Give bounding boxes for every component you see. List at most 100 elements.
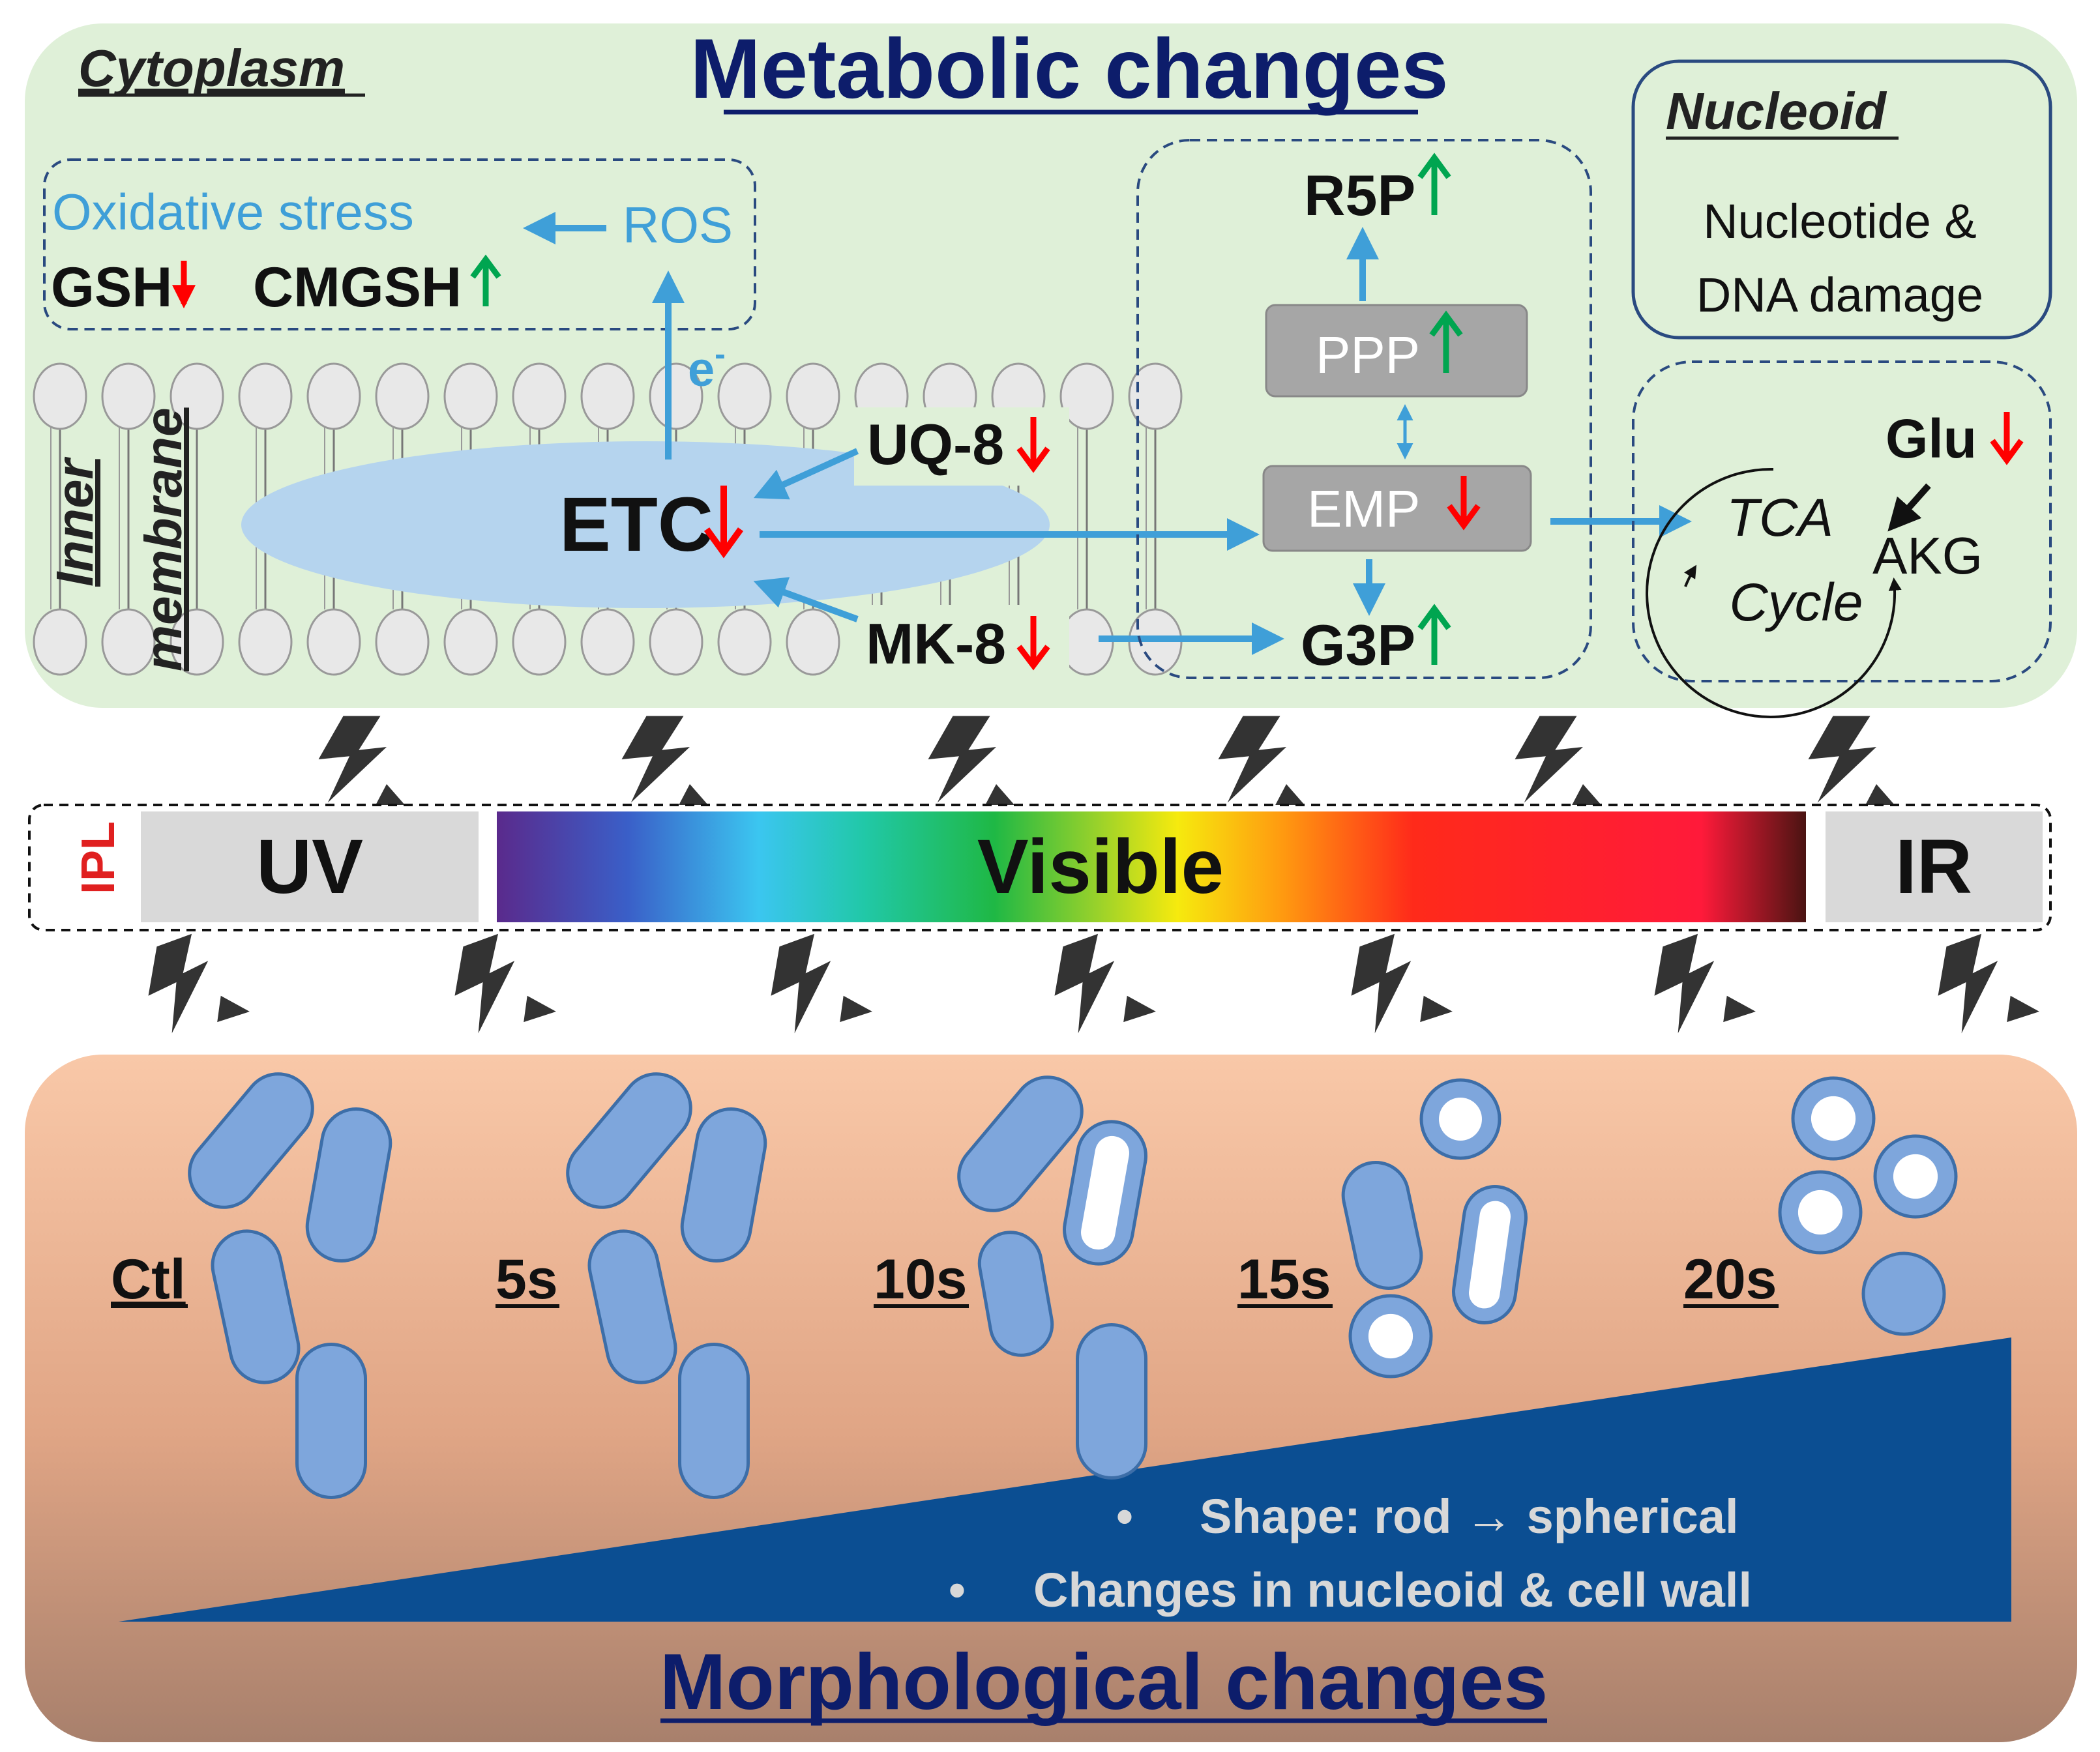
ir-band [1826, 811, 2043, 922]
tca-label-1: TCA [1726, 488, 1833, 548]
lightning-bolt-icon [1808, 716, 1899, 809]
glu-to-akg-arrow [1887, 483, 1931, 532]
bacterial-rod-cell [1341, 1161, 1423, 1290]
bacterial-rod-cell [587, 1229, 677, 1384]
time-label-5s: 5s [495, 1248, 558, 1311]
morph-bullet-1: • [1116, 1489, 1133, 1543]
akg-label: AKG [1872, 527, 1983, 585]
ppp-box [1265, 304, 1528, 398]
time-label-15s: 15s [1237, 1248, 1331, 1311]
lightning-bolt-icon [1218, 716, 1309, 809]
emp-label: EMP [1307, 480, 1420, 538]
ipl-label: IPL [72, 821, 125, 894]
morph-bullet-2-text: Changes in nucleoid & cell wall [1033, 1563, 1752, 1617]
visible-band [497, 811, 1806, 922]
morph-bullet-1-text: Shape: rod → spherical [1200, 1489, 1739, 1543]
uq8-to-etc-arrow [753, 448, 859, 500]
central-carbon-box [1136, 139, 1592, 679]
bacterial-cells [188, 1072, 1958, 1499]
bacterial-spherical-cell [1419, 1078, 1501, 1160]
tca-cycle-circle [1646, 467, 1902, 718]
uq8-down-arrow [1016, 417, 1050, 473]
morph-bullet-2: • [949, 1563, 966, 1617]
bacterial-spherical-cell [1778, 1170, 1863, 1255]
lipid-molecule [306, 362, 361, 676]
lipid-molecule [443, 362, 498, 676]
lipid-molecule [1059, 362, 1114, 676]
cmgsh-label: CMGSH [253, 256, 462, 319]
lipid-molecule [170, 362, 224, 676]
bacterial-spherical-cell [1791, 1076, 1876, 1161]
mk8-label: MK-8 [866, 611, 1006, 676]
time-label-20s: 20s [1683, 1248, 1777, 1311]
morphology-title: Morphological changes [660, 1637, 1548, 1726]
uq8-label: UQ-8 [867, 412, 1004, 476]
r5p-label: R5P [1304, 163, 1415, 227]
g3p-up-arrow [1417, 604, 1451, 665]
oxidative-stress-label: Oxidative stress [52, 183, 414, 241]
bacterial-rod-cell [305, 1107, 392, 1263]
uv-band [141, 811, 479, 922]
lipid-molecule [101, 362, 156, 676]
inner-membrane-label-2: membrane [134, 407, 192, 671]
mk8-box: MK-8 [854, 605, 1069, 683]
bacterial-rod-cell [1451, 1185, 1528, 1324]
bacterial-rod-cell [211, 1229, 301, 1384]
uq8-box: UQ-8 [854, 407, 1069, 486]
time-label-10s: 10s [874, 1248, 968, 1311]
nucleoid-line-1: Nucleotide & [1703, 194, 1977, 248]
g3p-label: G3P [1301, 613, 1415, 677]
lightning-bolt-icon [1039, 924, 1156, 1043]
time-label-ctl: Ctl [111, 1248, 186, 1311]
lightning-bolt-icon [1923, 924, 2039, 1043]
tca-box [1632, 360, 2052, 682]
oxidative-stress-box [43, 158, 756, 330]
lightning-bolt-icon [1639, 924, 1756, 1043]
metabolic-title: Metabolic changes [690, 21, 1448, 116]
etc-down-arrow [703, 486, 744, 559]
bacterial-rod-cell [566, 1072, 692, 1209]
gsh-label: GSH [51, 256, 172, 319]
cmgsh-up-arrow [470, 254, 501, 306]
lightning-bolt-icon [1336, 924, 1453, 1043]
electron-label: e- [688, 336, 726, 396]
lightning-bolt-icon [133, 924, 250, 1043]
ppp-up-arrow [1429, 310, 1463, 373]
emp-down-arrow [1447, 476, 1481, 531]
bacterial-rod-cell [1076, 1323, 1147, 1480]
bacterial-spherical-cell [1861, 1251, 1946, 1336]
lightning-bolt-icon [928, 716, 1018, 809]
tca-label-2: Cycle [1729, 573, 1863, 632]
lightning-bolt-icon [621, 716, 712, 809]
lightning-bolt-icon [439, 924, 556, 1043]
lipid-molecule [649, 362, 703, 676]
bacterial-rod-cell [678, 1343, 750, 1499]
nucleoid-line-2: DNA damage [1696, 268, 1983, 322]
mk8-down-arrow [1016, 616, 1050, 671]
nucleoid-title: Nucleoid [1666, 82, 1887, 140]
inner-membrane-label-1: Inner [46, 457, 104, 587]
glu-down-arrow [1990, 412, 2024, 465]
etc-label: ETC [559, 482, 713, 568]
ros-label: ROS [623, 196, 733, 254]
mk8-to-etc-arrow [753, 577, 859, 622]
bacterial-rod-cell [957, 1075, 1084, 1212]
visible-label: Visible [977, 824, 1224, 910]
bacterial-rod-cell [188, 1072, 314, 1209]
lipid-molecule [238, 362, 293, 676]
dose-wedge [119, 1337, 2011, 1622]
bacterial-rod-cell [977, 1231, 1054, 1357]
cytoplasm-label: Cytoplasm [78, 39, 345, 97]
etc-complex [241, 441, 1050, 608]
bacterial-spherical-cell [1873, 1134, 1958, 1219]
r5p-up-arrow [1417, 153, 1451, 215]
lightning-bolt-icon [1515, 716, 1605, 809]
bacterial-spherical-cell [1348, 1294, 1433, 1379]
lightning-bolt-icon [756, 924, 872, 1043]
glu-label: Glu [1886, 408, 1977, 469]
lightning-bolt-icon [318, 716, 409, 809]
nucleoid-box [1631, 59, 2052, 340]
uv-label: UV [256, 824, 363, 910]
bacterial-rod-cell [680, 1107, 767, 1263]
